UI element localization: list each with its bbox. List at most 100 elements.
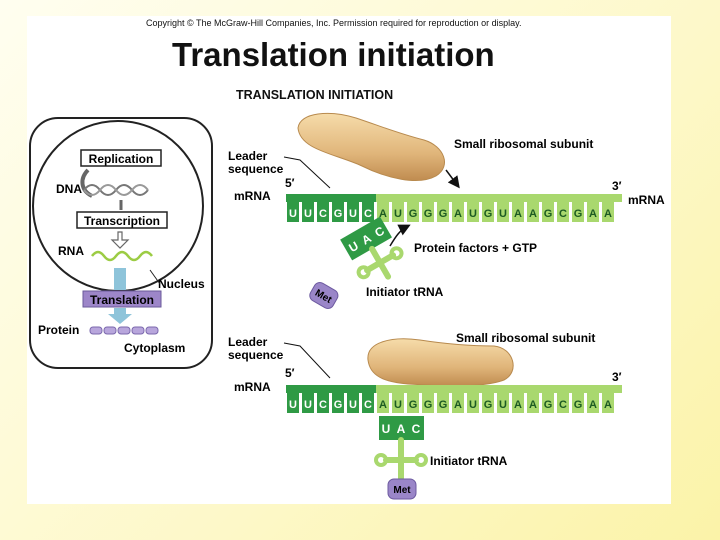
met-box: [387, 478, 417, 500]
coding-backbone: [376, 385, 622, 393]
nucleus-pointer: [149, 269, 161, 285]
mrna-base-tooth: [287, 202, 299, 222]
mrna-base-letter: G: [484, 208, 493, 220]
mrna-base-letter: C: [559, 399, 567, 411]
protein-factors-label: Protein factors + GTP: [414, 241, 537, 255]
mrna-base-letter: U: [469, 208, 477, 220]
protein-beads: [89, 326, 159, 335]
mrna-base-letter: A: [589, 208, 597, 220]
mrna-base-letter: A: [529, 399, 537, 411]
mrna-base-letter: U: [289, 399, 297, 411]
mrna-base-letter: G: [544, 208, 553, 220]
anticodon-base: U: [382, 422, 391, 436]
mrna-label-left-bottom: mRNA: [234, 380, 271, 394]
mrna-base-letter: U: [304, 208, 312, 220]
transcription-box: [76, 211, 168, 229]
trna-loop-left: [374, 453, 388, 467]
mrna-base-tooth: [452, 202, 464, 222]
mrna-base-letter: A: [604, 399, 612, 411]
mrna-base-letter: G: [334, 399, 343, 411]
mrna-base-tooth: [587, 393, 599, 413]
mrna-base-letter: G: [439, 208, 448, 220]
translation-down-arrow: [108, 308, 132, 324]
mrna-base-tooth: [332, 202, 344, 222]
mrna-base-letter: G: [544, 399, 553, 411]
mrna-base-letter: G: [439, 399, 448, 411]
mrna-base-letter: A: [604, 208, 612, 220]
mrna-base-letter: U: [304, 399, 312, 411]
mrna-base-letter: G: [574, 399, 583, 411]
mrna-base-tooth: [602, 393, 614, 413]
translation-label: Translation: [90, 293, 154, 307]
leader-label-bottom-2: sequence: [228, 348, 284, 362]
mrna-base-letter: C: [559, 208, 567, 220]
mrna-base-letter: G: [424, 399, 433, 411]
mrna-base-letter: C: [319, 399, 327, 411]
nucleus-label: Nucleus: [158, 277, 205, 291]
mrna-base-tooth: [557, 202, 569, 222]
mrna-base-tooth: [317, 393, 329, 413]
protein-label: Protein: [38, 323, 79, 337]
mrna-label-left-top: mRNA: [234, 189, 271, 203]
mrna-base-tooth: [422, 202, 434, 222]
mrna-base-letter: U: [499, 399, 507, 411]
trna-loop-right: [414, 453, 428, 467]
mrna-base-letter: C: [364, 208, 372, 220]
translation-box: [82, 290, 162, 308]
export-arrow-shaft: [114, 268, 126, 290]
mrna-base-letter: A: [514, 208, 522, 220]
anticodon-block: [340, 216, 392, 261]
mrna-base-tooth: [512, 202, 524, 222]
mrna-base-tooth: [287, 393, 299, 413]
overview-cell: Replication DNA Transcription RNA Nucleu…: [29, 117, 213, 369]
initiator-trna-bottom: U A C: [374, 416, 428, 481]
protein-bead: [117, 326, 131, 335]
mrna-base-tooth: [542, 202, 554, 222]
transcription-label: Transcription: [84, 214, 160, 228]
dna-helix-strand-b: [83, 184, 149, 196]
mrna-base-letter: G: [484, 399, 493, 411]
protein-bead: [103, 326, 117, 335]
mrna-base-letter: U: [499, 208, 507, 220]
mrna-base-tooth: [302, 393, 314, 413]
mrna-base-tooth: [332, 393, 344, 413]
mrna-base-letter: U: [289, 208, 297, 220]
mrna-base-letter: G: [574, 208, 583, 220]
coding-backbone: [376, 194, 622, 202]
small-subunit-label-bottom: Small ribosomal subunit: [456, 331, 595, 345]
mrna-base-tooth: [407, 202, 419, 222]
met-box: [309, 282, 339, 309]
mrna-base-tooth: [362, 393, 374, 413]
small-subunit-label-top: Small ribosomal subunit: [454, 137, 593, 151]
protein-factors-arrow: [389, 224, 411, 247]
mrna-base-tooth: [542, 393, 554, 413]
protein-bead: [89, 326, 103, 335]
mrna-base-letter: C: [364, 399, 372, 411]
anticodon-base: A: [397, 422, 406, 436]
three-prime-top: 3′: [612, 179, 622, 193]
rna-strand: [91, 250, 153, 262]
replication-box: [80, 149, 162, 167]
mrna-base-tooth: [347, 393, 359, 413]
copyright-notice: Copyright © The McGraw-Hill Companies, I…: [146, 18, 522, 28]
mrna-base-tooth: [362, 202, 374, 222]
mrna-base-tooth: [482, 393, 494, 413]
mrna-base-letter: U: [349, 399, 357, 411]
mrna-base-letter: G: [334, 208, 343, 220]
mrna-base-tooth: [602, 202, 614, 222]
leader-pointer-top: [283, 156, 331, 189]
mrna-base-tooth: [437, 393, 449, 413]
top-panel: Small ribosomal subunit Leader sequence …: [228, 112, 665, 309]
mrna-base-letter: A: [379, 208, 387, 220]
trna-loop-right: [389, 246, 404, 261]
initiator-trna-label-bottom: Initiator tRNA: [430, 454, 508, 468]
mrna-label-right-top: mRNA: [628, 193, 665, 207]
mrna-base-tooth: [422, 393, 434, 413]
three-prime-bottom: 3′: [612, 370, 622, 384]
mrna-base-tooth: [572, 202, 584, 222]
mrna-base-tooth: [347, 202, 359, 222]
mrna-base-letter: A: [589, 399, 597, 411]
